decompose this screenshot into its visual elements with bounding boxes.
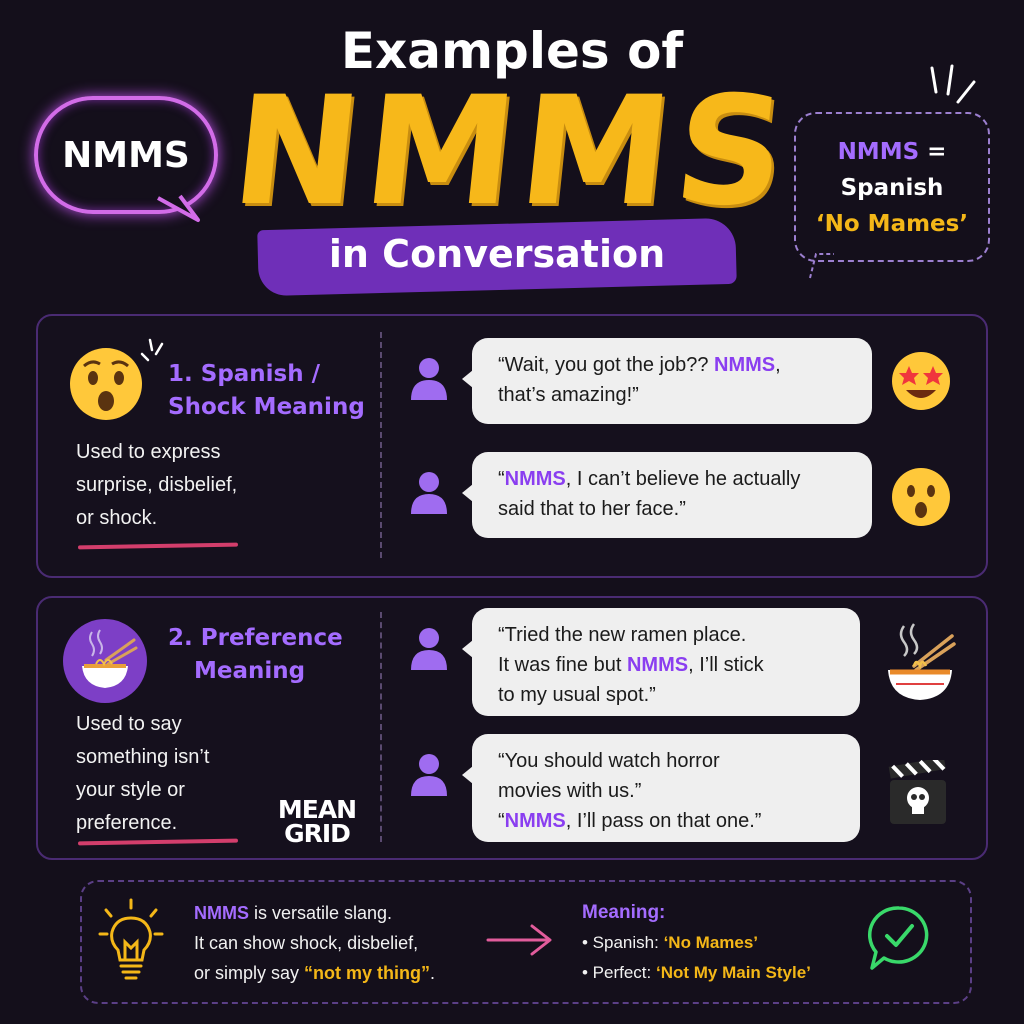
star-struck-emoji xyxy=(892,352,950,410)
user-avatar-icon xyxy=(411,358,447,400)
shock-lines-icon xyxy=(140,338,164,362)
sparkle-lines-icon xyxy=(930,64,976,104)
message-tail xyxy=(462,640,473,658)
chat-message: “NMMS, I can’t believe he actually said … xyxy=(472,452,872,538)
speech-bubble-neon xyxy=(34,96,218,214)
message-tail xyxy=(462,370,473,388)
ramen-bowl-icon xyxy=(63,619,147,703)
lightbulb-icon xyxy=(98,898,164,980)
user-avatar-icon xyxy=(411,472,447,514)
arrow-right-icon xyxy=(486,924,552,956)
speech-bubble-text: NMMS xyxy=(62,134,190,176)
summary-text: NMMS is versatile slang. It can show sho… xyxy=(194,903,436,983)
section2-description: Used to say something isn’t your style o… xyxy=(76,713,210,834)
ramen-emoji xyxy=(888,623,956,700)
user-avatar-icon xyxy=(411,628,447,670)
definition-note-text: NMMS = Spanish ‘No Mames’ xyxy=(815,139,969,237)
section-divider xyxy=(380,612,382,842)
message-tail xyxy=(462,484,473,502)
chat-message: “Tried the new ramen place. It was fine … xyxy=(472,608,860,716)
chat-message: “Wait, you got the job?? NMMS, that’s am… xyxy=(472,338,872,424)
summary-box xyxy=(80,880,972,1004)
mean-grid-logo: MEAN GRID xyxy=(277,795,357,848)
section1-description: Used to express surprise, disbelief, or … xyxy=(76,441,238,529)
title-in-conversation: in Conversation xyxy=(328,232,666,276)
message-tail xyxy=(462,766,473,784)
clapperboard-skull-emoji xyxy=(888,760,946,824)
note-bubble-tail xyxy=(809,253,834,279)
section1-title: 1. Spanish / Shock Meaning xyxy=(168,361,365,420)
chat-message: “You should watch horror movies with us.… xyxy=(472,734,860,842)
section2-title: 2. Preference Meaning xyxy=(168,625,343,684)
speech-bubble-tail xyxy=(157,194,200,222)
section-divider xyxy=(380,332,382,558)
meaning-list: Meaning: • Spanish: ‘No Mames’ • Perfect… xyxy=(582,902,811,982)
check-bubble-icon xyxy=(868,906,929,970)
surprised-face-icon xyxy=(70,348,142,420)
title-examples-of: Examples of xyxy=(340,22,684,80)
user-avatar-icon xyxy=(411,754,447,796)
surprised-emoji xyxy=(892,468,950,526)
definition-note-bubble xyxy=(794,112,990,262)
